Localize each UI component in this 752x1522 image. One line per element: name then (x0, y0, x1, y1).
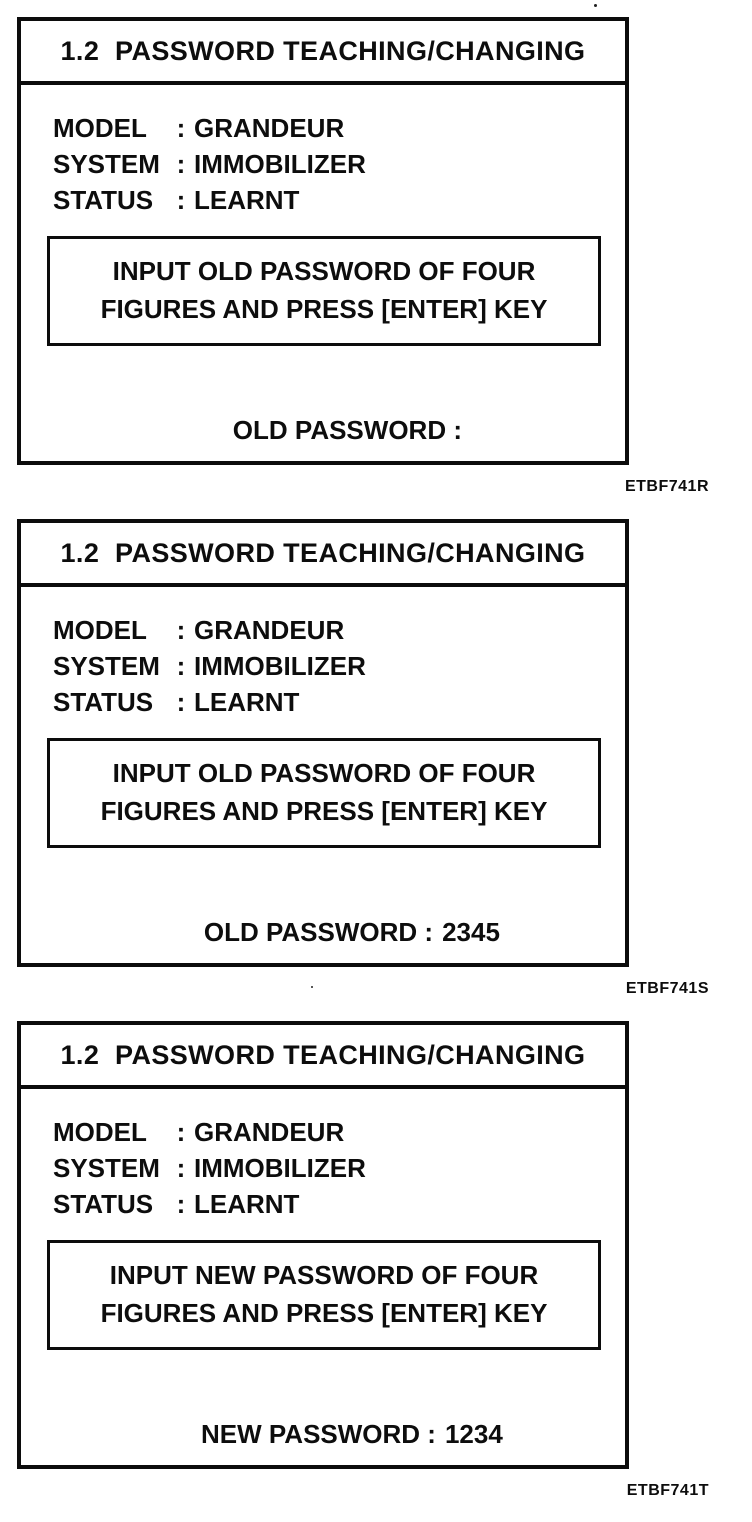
scan-tool-screen: 1.2 PASSWORD TEACHING/CHANGING MODEL : G… (17, 519, 629, 967)
instruction-line-1: INPUT OLD PASSWORD OF FOUR (112, 758, 536, 788)
field-value: IMMOBILIZER (194, 149, 366, 179)
field-colon: : (176, 185, 186, 215)
instruction-box: INPUT NEW PASSWORD OF FOUR FIGURES AND P… (47, 1240, 601, 1350)
field-colon: : (176, 1117, 186, 1147)
field-value: IMMOBILIZER (194, 651, 366, 681)
field-label: MODEL (53, 1117, 147, 1147)
field-value: GRANDEUR (194, 1117, 345, 1147)
field-label: MODEL (53, 615, 147, 645)
screen-panel-1: 1.2 PASSWORD TEACHING/CHANGING MODEL : G… (17, 17, 709, 496)
field-label: STATUS (53, 185, 154, 215)
field-row-status: STATUS : LEARNT (53, 684, 625, 720)
field-value: LEARNT (194, 185, 300, 215)
password-line: OLD PASSWORD : 2345 (21, 886, 625, 979)
field-value: LEARNT (194, 687, 300, 717)
scan-speck (311, 986, 313, 988)
screen-title: 1.2 PASSWORD TEACHING/CHANGING (60, 537, 586, 568)
password-prompt: NEW PASSWORD : (201, 1419, 436, 1449)
screen-title: 1.2 PASSWORD TEACHING/CHANGING (60, 1039, 586, 1070)
scan-tool-screen: 1.2 PASSWORD TEACHING/CHANGING MODEL : G… (17, 17, 629, 465)
vehicle-info-fields: MODEL : GRANDEUR SYSTEM : IMMOBILIZER ST… (53, 1114, 625, 1222)
field-row-status: STATUS : LEARNT (53, 1186, 625, 1222)
field-label: SYSTEM (53, 651, 160, 681)
instruction-line-1: INPUT NEW PASSWORD OF FOUR (109, 1260, 539, 1290)
field-value: GRANDEUR (194, 615, 345, 645)
instruction-box: INPUT OLD PASSWORD OF FOUR FIGURES AND P… (47, 738, 601, 848)
password-line: NEW PASSWORD : 1234 (21, 1388, 625, 1481)
password-value: 2345 (442, 917, 500, 947)
figure-code: ETBF741T (626, 1482, 709, 1499)
instruction-line-2: FIGURES AND PRESS [ENTER] KEY (100, 294, 548, 324)
field-row-system: SYSTEM : IMMOBILIZER (53, 648, 625, 684)
instruction-line-1: INPUT OLD PASSWORD OF FOUR (112, 256, 536, 286)
field-colon: : (176, 113, 186, 143)
screen-title-bar: 1.2 PASSWORD TEACHING/CHANGING (21, 1025, 625, 1089)
field-colon: : (176, 1189, 186, 1219)
instruction-box: INPUT OLD PASSWORD OF FOUR FIGURES AND P… (47, 236, 601, 346)
field-row-model: MODEL : GRANDEUR (53, 612, 625, 648)
field-label: SYSTEM (53, 1153, 160, 1183)
field-colon: : (176, 1153, 186, 1183)
field-colon: : (176, 651, 186, 681)
scan-tool-screen: 1.2 PASSWORD TEACHING/CHANGING MODEL : G… (17, 1021, 629, 1469)
field-value: LEARNT (194, 1189, 300, 1219)
field-colon: : (176, 149, 186, 179)
field-row-system: SYSTEM : IMMOBILIZER (53, 1150, 625, 1186)
field-label: STATUS (53, 1189, 154, 1219)
field-row-system: SYSTEM : IMMOBILIZER (53, 146, 625, 182)
field-colon: : (176, 687, 186, 717)
field-row-model: MODEL : GRANDEUR (53, 1114, 625, 1150)
screen-title: 1.2 PASSWORD TEACHING/CHANGING (60, 35, 586, 66)
password-value: 1234 (444, 1419, 503, 1449)
field-label: SYSTEM (53, 149, 160, 179)
figure-code: ETBF741R (624, 478, 709, 495)
field-colon: : (176, 615, 186, 645)
field-label: MODEL (53, 113, 147, 143)
screen-title-bar: 1.2 PASSWORD TEACHING/CHANGING (21, 523, 625, 587)
field-label: STATUS (53, 687, 154, 717)
instruction-line-2: FIGURES AND PRESS [ENTER] KEY (100, 1298, 548, 1328)
instruction-line-2: FIGURES AND PRESS [ENTER] KEY (100, 796, 548, 826)
field-row-model: MODEL : GRANDEUR (53, 110, 625, 146)
screen-panel-2: 1.2 PASSWORD TEACHING/CHANGING MODEL : G… (17, 519, 709, 998)
field-value: IMMOBILIZER (194, 1153, 366, 1183)
screen-title-bar: 1.2 PASSWORD TEACHING/CHANGING (21, 21, 625, 85)
field-row-status: STATUS : LEARNT (53, 182, 625, 218)
vehicle-info-fields: MODEL : GRANDEUR SYSTEM : IMMOBILIZER ST… (53, 612, 625, 720)
figure-code: ETBF741S (625, 980, 709, 997)
screen-panel-3: 1.2 PASSWORD TEACHING/CHANGING MODEL : G… (17, 1021, 709, 1500)
password-line: OLD PASSWORD : (21, 384, 625, 477)
field-value: GRANDEUR (194, 113, 345, 143)
scan-speck (594, 4, 597, 7)
password-prompt: OLD PASSWORD : (203, 917, 434, 947)
password-prompt: OLD PASSWORD : (232, 415, 462, 445)
vehicle-info-fields: MODEL : GRANDEUR SYSTEM : IMMOBILIZER ST… (53, 110, 625, 218)
